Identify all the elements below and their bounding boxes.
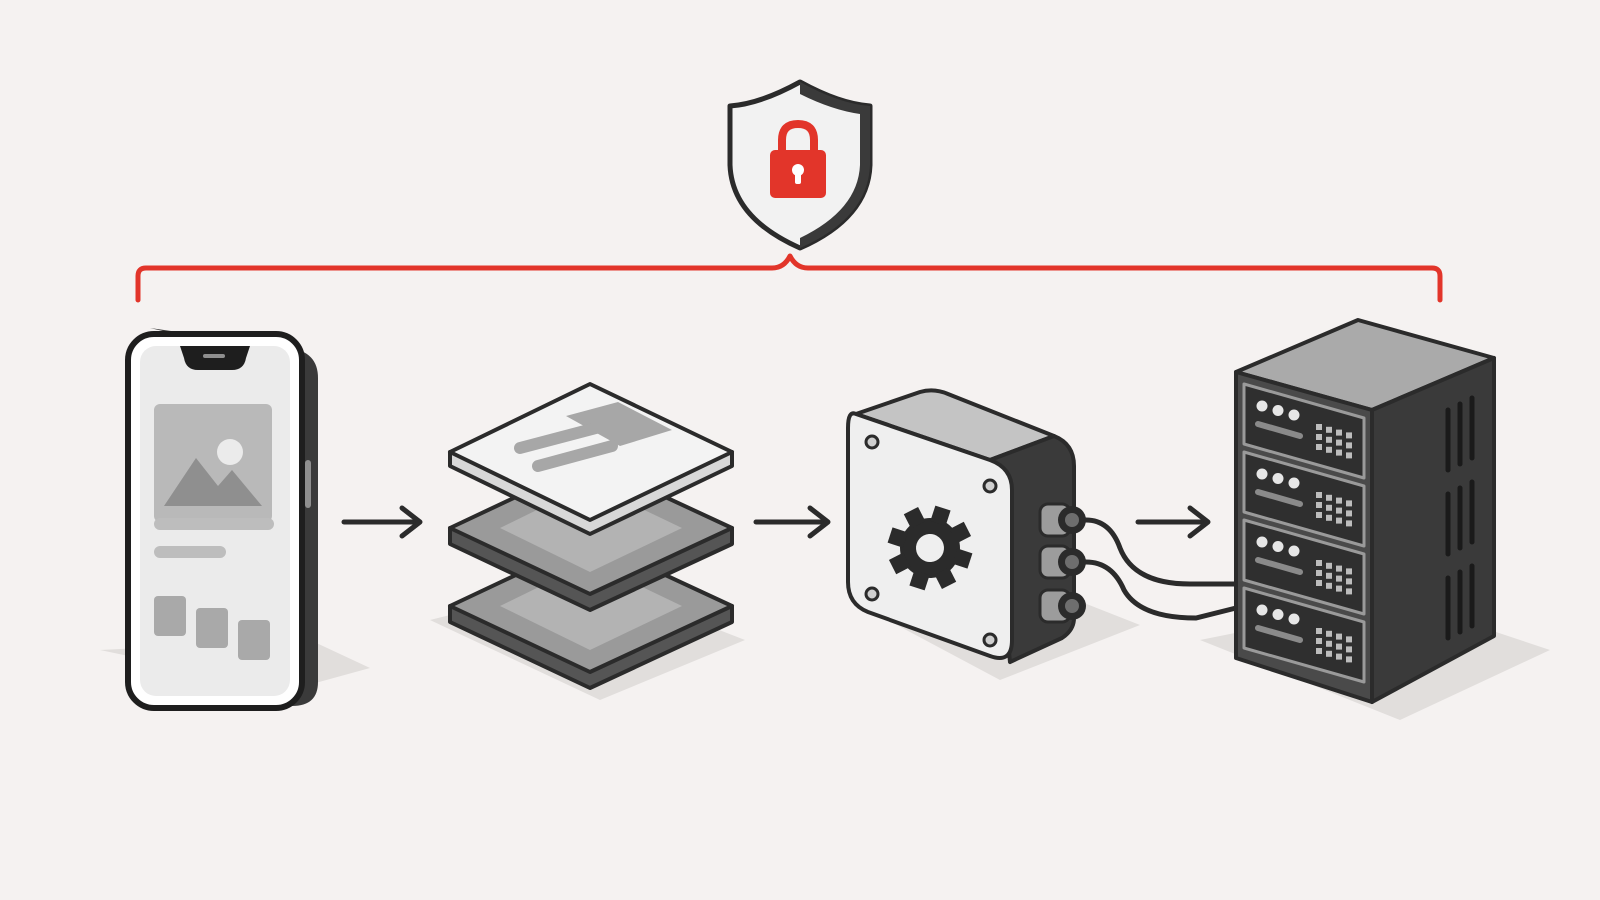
server-units [1242,382,1366,684]
port-3 [1038,588,1086,624]
status-led [1272,609,1284,620]
side-vents [1445,395,1475,641]
server-unit [1242,450,1366,548]
shield-lock-icon [727,79,873,251]
layers-icon [448,382,734,690]
port-2 [1038,544,1086,580]
status-led [1256,536,1268,548]
module-cables [1083,517,1239,621]
status-led [1272,473,1284,484]
arrow-phone-to-layers [341,505,423,539]
arrow-module-to-server [1135,505,1211,539]
server-unit [1242,518,1366,616]
status-led [1272,405,1284,416]
status-led [1288,409,1300,421]
status-led [1288,545,1300,557]
status-led [1256,604,1268,616]
smartphone-icon [125,328,318,711]
layer-top [448,382,734,536]
server-icon [1234,318,1496,704]
server-unit [1242,382,1366,480]
arrow-layers-to-module [753,505,831,539]
padlock-icon [770,119,826,198]
status-led [1256,468,1268,480]
status-led [1288,477,1300,489]
status-led [1256,400,1268,412]
gear-icon [887,505,973,591]
image-placeholder-icon [154,404,272,522]
status-led [1288,613,1300,625]
module-ports [1038,502,1086,624]
server-unit [1242,586,1366,684]
security-bracket [135,253,1443,303]
processing-module-icon [846,388,1239,664]
port-1 [1038,502,1086,538]
status-led [1272,541,1284,552]
flow-arrows [341,505,1211,539]
